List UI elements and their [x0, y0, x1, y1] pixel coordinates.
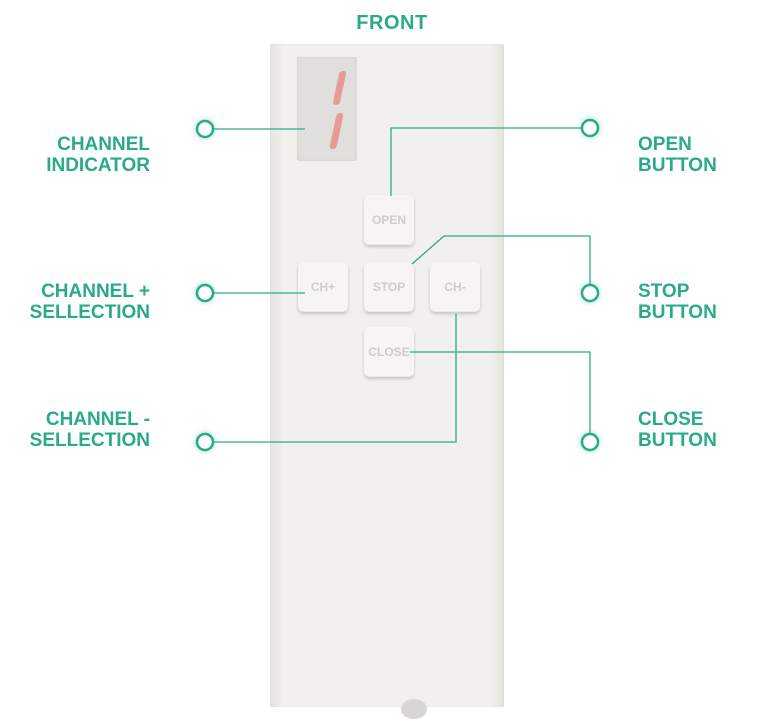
channel-indicator-display — [297, 57, 357, 161]
callout-dot-channel-indicator — [195, 119, 215, 139]
callout-dot-open — [580, 118, 600, 138]
label-channel-minus-selection: CHANNEL - SELLECTION — [29, 409, 150, 451]
close-button[interactable]: CLOSE — [364, 327, 414, 377]
leader-open — [390, 127, 590, 196]
leader-stop — [411, 235, 591, 293]
diagram-title: FRONT — [356, 12, 428, 34]
callout-dot-close — [580, 432, 600, 452]
label-stop-button: STOP BUTTON — [638, 281, 717, 323]
open-button[interactable]: OPEN — [364, 195, 414, 245]
callout-dot-channel-plus — [195, 283, 215, 303]
channel-minus-button[interactable]: CH- — [430, 262, 480, 312]
stop-button[interactable]: STOP — [364, 262, 414, 312]
label-channel-plus-selection: CHANNEL + SELLECTION — [29, 281, 150, 323]
label-open-button: OPEN BUTTON — [638, 134, 717, 176]
callout-dot-channel-minus — [195, 432, 215, 452]
label-close-button: CLOSE BUTTON — [638, 409, 717, 451]
callout-dot-stop — [580, 283, 600, 303]
leader-close — [410, 351, 591, 442]
label-channel-indicator: CHANNEL INDICATOR — [46, 134, 150, 176]
channel-plus-button[interactable]: CH+ — [298, 262, 348, 312]
leader-channel-minus — [205, 314, 457, 443]
